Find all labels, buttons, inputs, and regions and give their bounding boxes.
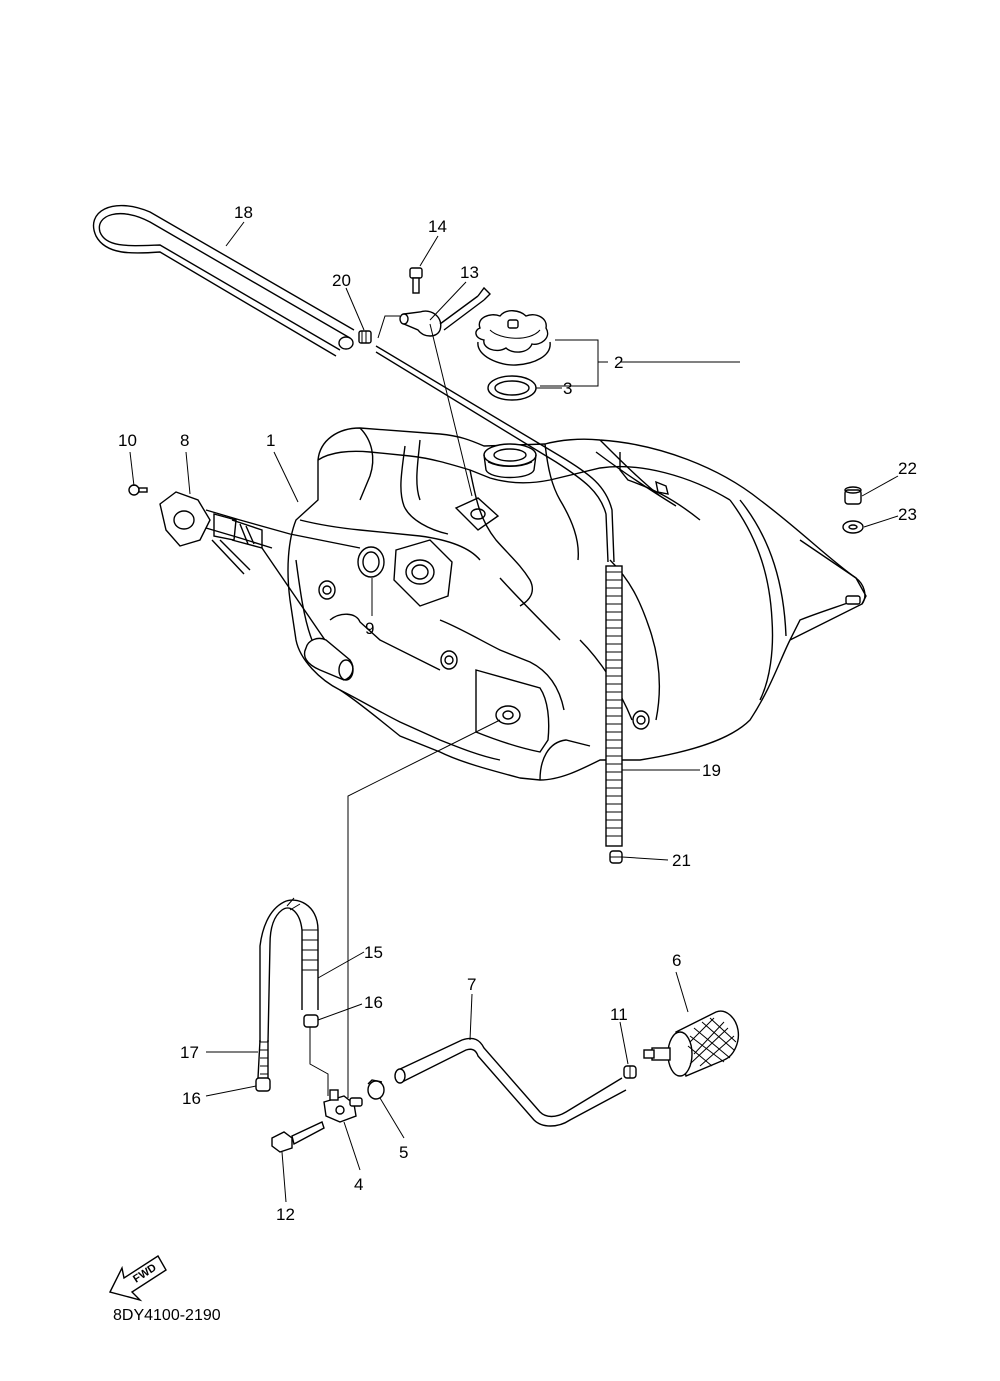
gasket-part-9[interactable] <box>357 546 385 578</box>
screw-part-10[interactable] <box>128 484 148 496</box>
fuel-hose-part-7[interactable] <box>394 1037 627 1127</box>
label-1: 1 <box>266 431 275 450</box>
clamp-part-16-upper[interactable] <box>303 1014 319 1028</box>
label-21: 21 <box>672 851 691 870</box>
leader-lines <box>129 221 899 1203</box>
fuel-cap-part-2[interactable] <box>475 310 551 366</box>
label-5: 5 <box>399 1143 408 1162</box>
label-23: 23 <box>898 505 917 524</box>
fwd-arrow-icon: FWD <box>108 1255 167 1302</box>
label-8: 8 <box>180 431 189 450</box>
label-15: 15 <box>364 943 383 962</box>
label-20: 20 <box>332 271 351 290</box>
label-22: 22 <box>898 459 917 478</box>
label-19: 19 <box>702 761 721 780</box>
fuel-filter-part-6[interactable] <box>643 1010 740 1077</box>
bolt-part-14[interactable] <box>409 267 423 294</box>
clip-part-11[interactable] <box>623 1065 637 1079</box>
label-3: 3 <box>563 379 572 398</box>
label-17: 17 <box>180 1043 199 1062</box>
part-labels: 1 2 3 4 5 6 7 8 9 10 11 12 13 14 15 16 1… <box>118 203 917 1224</box>
fuel-tank-part-1[interactable] <box>287 427 867 781</box>
fuel-cock-part-4[interactable] <box>323 1089 363 1123</box>
label-16-lower: 16 <box>182 1089 201 1108</box>
washer-part-23[interactable] <box>842 520 864 534</box>
breather-hose-part-18[interactable] <box>93 204 355 357</box>
label-7: 7 <box>467 975 476 994</box>
label-12: 12 <box>276 1205 295 1224</box>
label-10: 10 <box>118 431 137 450</box>
label-11: 11 <box>610 1005 628 1024</box>
label-2: 2 <box>614 353 623 372</box>
label-18: 18 <box>234 203 253 222</box>
bolt-part-12[interactable] <box>271 1121 325 1153</box>
label-4: 4 <box>354 1175 363 1194</box>
damper-part-22[interactable] <box>844 486 862 505</box>
fuel-hose-part-15[interactable] <box>259 897 319 1043</box>
clip-part-20[interactable] <box>358 330 372 344</box>
label-14: 14 <box>428 217 447 236</box>
fuel-sender-part-8[interactable] <box>159 491 361 681</box>
label-6: 6 <box>672 951 681 970</box>
collar-part-5[interactable] <box>367 1079 385 1100</box>
corrugated-hose-part-19[interactable] <box>605 565 623 847</box>
label-13: 13 <box>460 263 479 282</box>
fuel-hose-part-17[interactable] <box>257 1039 269 1079</box>
clamp-part-21[interactable] <box>609 850 623 864</box>
gasket-part-3[interactable] <box>487 375 537 401</box>
label-9: 9 <box>365 619 374 638</box>
fitting-part-13[interactable] <box>399 286 491 337</box>
diagram-code: 8DY4100-2190 <box>113 1307 221 1324</box>
label-16-upper: 16 <box>364 993 383 1012</box>
clamp-part-16-lower[interactable] <box>255 1077 271 1092</box>
